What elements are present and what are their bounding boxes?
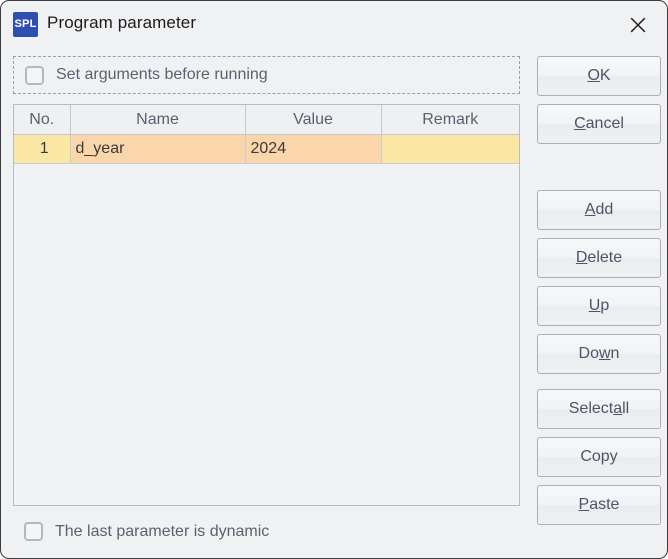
table-row[interactable]: 1 d_year 2024 xyxy=(14,134,519,164)
spl-app-icon: SPL xyxy=(13,12,38,37)
last-parameter-dynamic-row[interactable]: The last parameter is dynamic xyxy=(24,522,269,541)
last-parameter-dynamic-label: The last parameter is dynamic xyxy=(55,522,270,540)
last-parameter-dynamic-checkbox[interactable] xyxy=(24,522,43,541)
cell-remark[interactable] xyxy=(381,134,519,164)
title-bar: SPL Program parameter xyxy=(1,1,667,48)
set-arguments-label: Set arguments before running xyxy=(56,66,268,83)
parameter-table[interactable]: No. Name Value Remark 1 d_year 2024 xyxy=(13,104,520,506)
column-header-no[interactable]: No. xyxy=(14,105,71,135)
cell-value[interactable]: 2024 xyxy=(245,134,382,164)
column-header-value[interactable]: Value xyxy=(245,105,382,135)
cell-no[interactable]: 1 xyxy=(14,134,71,164)
column-header-name[interactable]: Name xyxy=(70,105,246,135)
set-arguments-panel[interactable]: Set arguments before running xyxy=(13,56,520,94)
column-header-remark[interactable]: Remark xyxy=(381,105,519,135)
window-title: Program parameter xyxy=(47,13,197,32)
close-icon[interactable] xyxy=(615,5,661,45)
copy-button[interactable]: Copy xyxy=(537,437,661,477)
cell-name[interactable]: d_year xyxy=(70,134,246,164)
table-header-row: No. Name Value Remark xyxy=(14,105,519,135)
set-arguments-checkbox[interactable] xyxy=(25,65,44,85)
